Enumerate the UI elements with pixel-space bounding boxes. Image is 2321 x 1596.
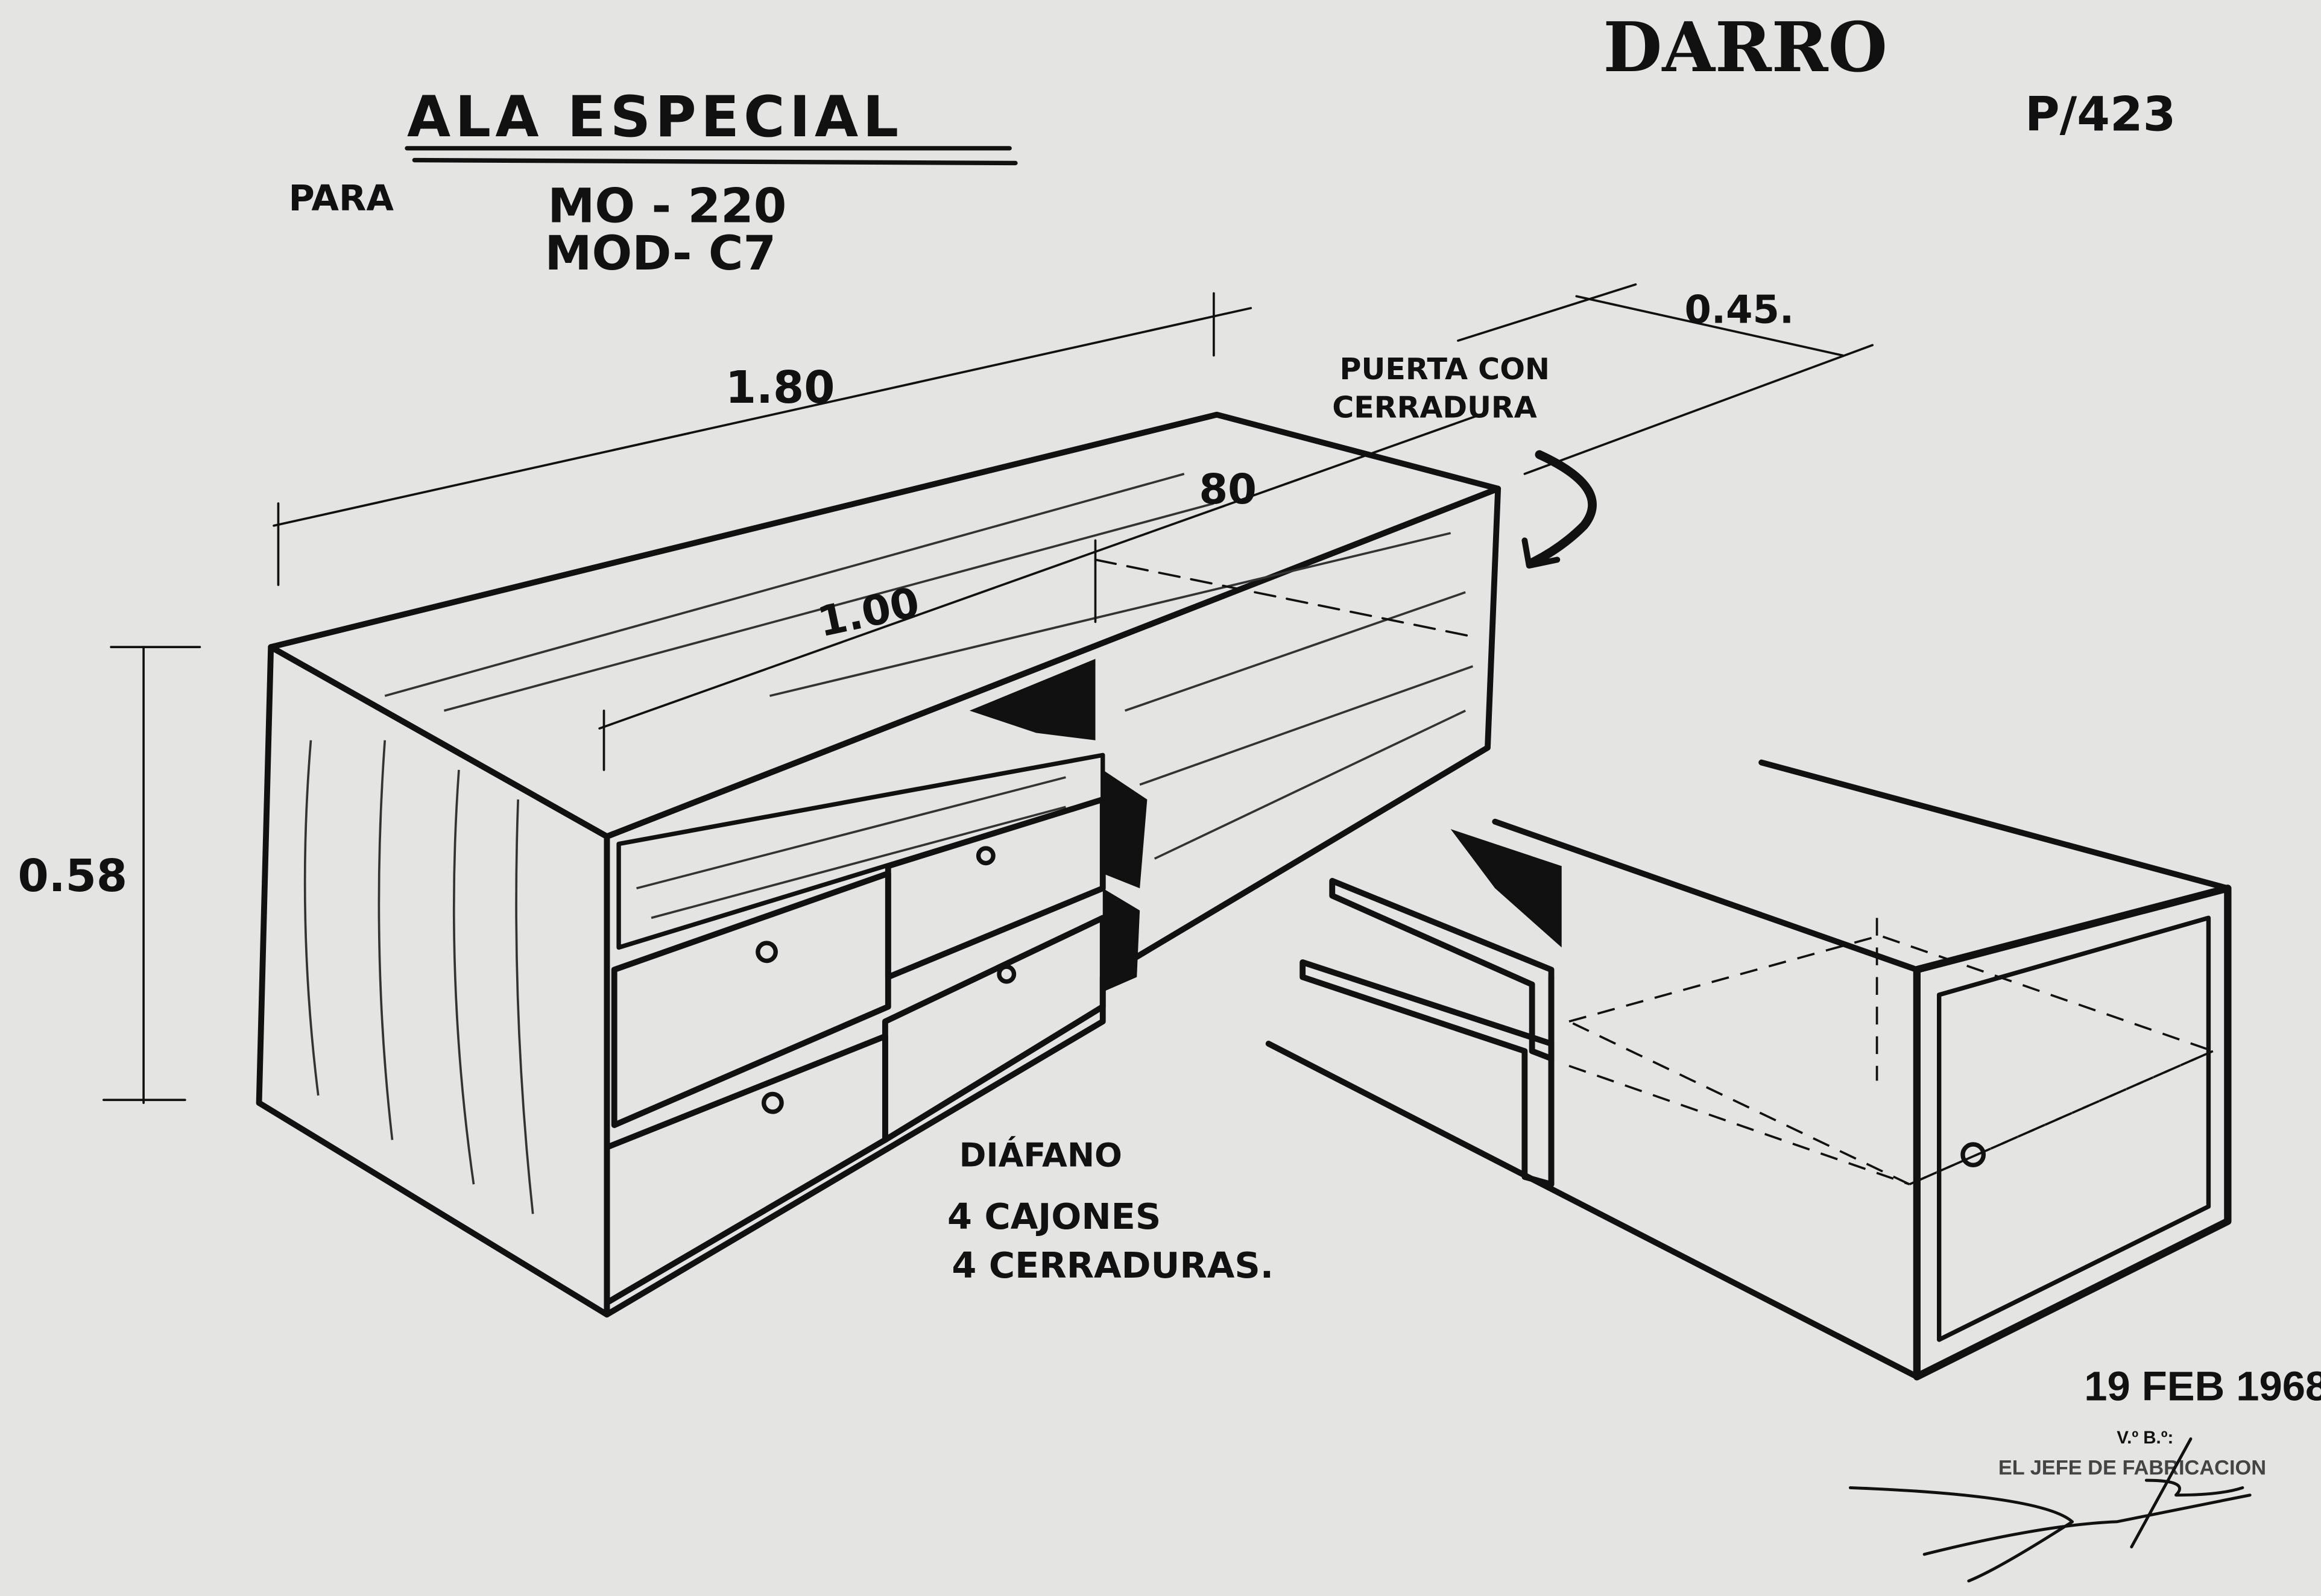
for-label: PARA: [289, 177, 394, 219]
model-1: MO - 220: [548, 178, 786, 234]
signature: [1848, 1437, 2252, 1583]
approver-title: EL JEFE DE FABRICACION: [1998, 1456, 2266, 1479]
lock-icon: [1960, 1142, 1986, 1167]
lock-icon: [997, 964, 1017, 984]
door-note-line1: PUERTA CON: [1340, 352, 1550, 386]
dim-total-length: 1.80: [725, 362, 835, 414]
model-2: MOD- C7: [545, 226, 776, 281]
gap-shadow: [1102, 769, 1148, 992]
arrow-head: [1521, 537, 1561, 569]
dim-door-length: 80: [1199, 465, 1257, 514]
brand-logo: DARRO: [1603, 7, 1887, 87]
approval-label: V.º B.º:: [2117, 1428, 2173, 1448]
dim-height: 0.58: [17, 851, 127, 902]
date-stamp: 19 FEB 1968: [2084, 1363, 2321, 1410]
lock-icon: [756, 941, 778, 964]
drawer-1: [611, 870, 891, 1128]
title-underline-2: [412, 157, 1018, 166]
lock-icon: [761, 1091, 784, 1114]
reference-number: P/423: [2025, 86, 2176, 142]
curved-arrow-icon: [1527, 450, 1597, 567]
dim-depth: 0.45.: [1684, 288, 1794, 333]
open-unit: [1265, 759, 2232, 1381]
drawer-4: [882, 915, 1106, 1143]
wood-grain: [303, 473, 1474, 1214]
door-panel: [1913, 885, 2232, 1381]
unit-shadow: [1450, 829, 1562, 948]
drawer-shadow: [969, 658, 1096, 740]
sheet-title: ALA ESPECIAL: [407, 84, 903, 150]
lock-icon: [976, 846, 996, 866]
spec-line3: 4 CERRADURAS.: [952, 1244, 1274, 1286]
drawer-upper: [1329, 878, 1555, 1062]
spec-line2: 4 CAJONES: [947, 1196, 1161, 1237]
main-cabinet: [256, 411, 1502, 1318]
dimension-lines: [102, 283, 1874, 1105]
door-note-line2: CERRADURA: [1332, 390, 1536, 425]
spec-line1: DIÁFANO: [959, 1137, 1122, 1175]
